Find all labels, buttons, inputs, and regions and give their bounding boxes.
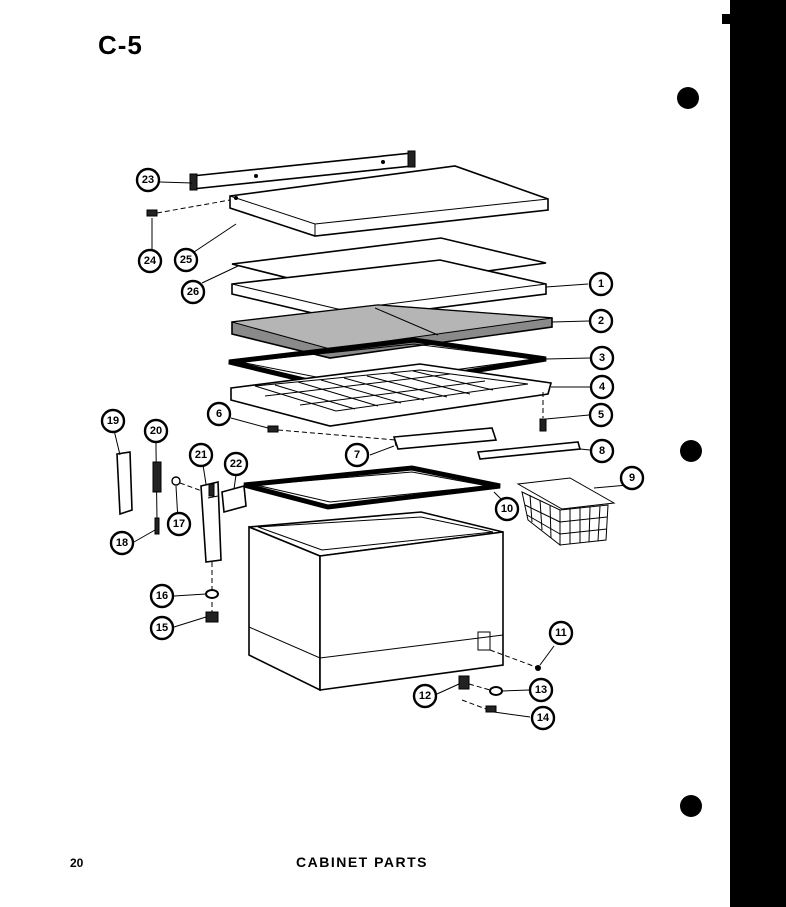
part-plug-11	[535, 665, 541, 671]
callout-label: 3	[599, 352, 605, 364]
binder-hole-middle	[680, 440, 702, 462]
callout-label: 12	[419, 690, 431, 702]
callout-label: 17	[173, 518, 185, 530]
callout-6: 6	[206, 401, 232, 427]
part-washer-13	[489, 686, 503, 696]
part-hinge-21	[200, 480, 222, 563]
part-clip-12	[458, 675, 470, 690]
callout-4: 4	[589, 374, 615, 400]
callout-10: 10	[494, 496, 520, 522]
callout-label: 11	[555, 627, 567, 639]
callout-label: 6	[216, 408, 222, 420]
part-rod-18	[154, 517, 160, 535]
part-screw-6	[267, 425, 397, 441]
callout-23: 23	[135, 167, 161, 193]
callout-label: 24	[144, 255, 157, 267]
callout-label: 14	[537, 712, 550, 724]
callout-label: 26	[187, 286, 199, 298]
part-lid-frame	[229, 165, 549, 237]
callout-label: 13	[535, 684, 547, 696]
part-hinge-cover-19	[116, 451, 133, 516]
binder-hole-top	[677, 87, 699, 109]
callout-11: 11	[548, 620, 574, 646]
callout-1: 1	[588, 271, 614, 297]
callout-label: 16	[156, 590, 168, 602]
callout-label: 5	[598, 409, 604, 421]
part-lid-insulation	[231, 304, 553, 359]
callout-20: 20	[143, 418, 169, 444]
part-cabinet-body	[248, 511, 504, 692]
callout-label: 9	[629, 472, 635, 484]
callout-8: 8	[589, 438, 615, 464]
clip-leader-dash	[468, 683, 491, 691]
callout-label: 21	[195, 449, 207, 461]
callout-label: 7	[354, 449, 360, 461]
callout-15: 15	[149, 615, 175, 641]
callout-18: 18	[109, 530, 135, 556]
callout-2: 2	[588, 308, 614, 334]
callout-label: 8	[599, 445, 605, 457]
callout-14: 14	[530, 705, 556, 731]
callout-21: 21	[188, 442, 214, 468]
callout-label: 25	[180, 254, 192, 266]
part-lid-liner	[230, 363, 553, 427]
part-hinge-plate-22	[221, 484, 247, 514]
page-edge-bar	[730, 0, 786, 907]
screw-leader-dash	[461, 699, 487, 710]
part-screw-5	[539, 392, 547, 432]
callout-label: 20	[150, 425, 162, 437]
part-basket	[516, 477, 629, 547]
callout-12: 12	[412, 683, 438, 709]
part-washer-16	[205, 589, 219, 599]
plug-leader-dash	[489, 649, 537, 668]
part-screw-17	[171, 476, 203, 492]
part-hinge-bar-8	[476, 441, 582, 460]
part-screw-14	[485, 705, 497, 713]
callout-label: 22	[230, 458, 242, 470]
callout-label: 23	[142, 174, 154, 186]
callout-7: 7	[344, 442, 370, 468]
part-hinge-bar-7	[392, 427, 498, 450]
callout-17: 17	[166, 511, 192, 537]
callout-3: 3	[589, 345, 615, 371]
binder-hole-bottom	[680, 795, 702, 817]
callout-label: 10	[501, 503, 513, 515]
page-edge-notch	[722, 14, 734, 24]
callout-label: 15	[156, 622, 168, 634]
callout-24: 24	[137, 248, 163, 274]
callout-16: 16	[149, 583, 175, 609]
callout-19: 19	[100, 408, 126, 434]
page-code: C-5	[98, 30, 143, 60]
part-nut-15	[205, 611, 219, 623]
callout-label: 18	[116, 537, 128, 549]
page-number: 20	[70, 856, 84, 870]
callout-label: 19	[107, 415, 119, 427]
callout-26: 26	[180, 279, 206, 305]
callout-22: 22	[223, 451, 249, 477]
part-screw-24	[146, 199, 231, 217]
callout-9: 9	[619, 465, 645, 491]
part-lid-bracket	[189, 150, 416, 191]
callout-label: 1	[598, 278, 604, 290]
callout-5: 5	[588, 402, 614, 428]
callout-13: 13	[528, 677, 554, 703]
part-spring-20	[152, 447, 162, 521]
callout-label: 4	[599, 381, 606, 393]
figure-caption: CABINET PARTS	[296, 854, 429, 870]
callout-label: 2	[598, 315, 604, 327]
part-cabinet-gasket	[243, 465, 501, 510]
callout-25: 25	[173, 247, 199, 273]
